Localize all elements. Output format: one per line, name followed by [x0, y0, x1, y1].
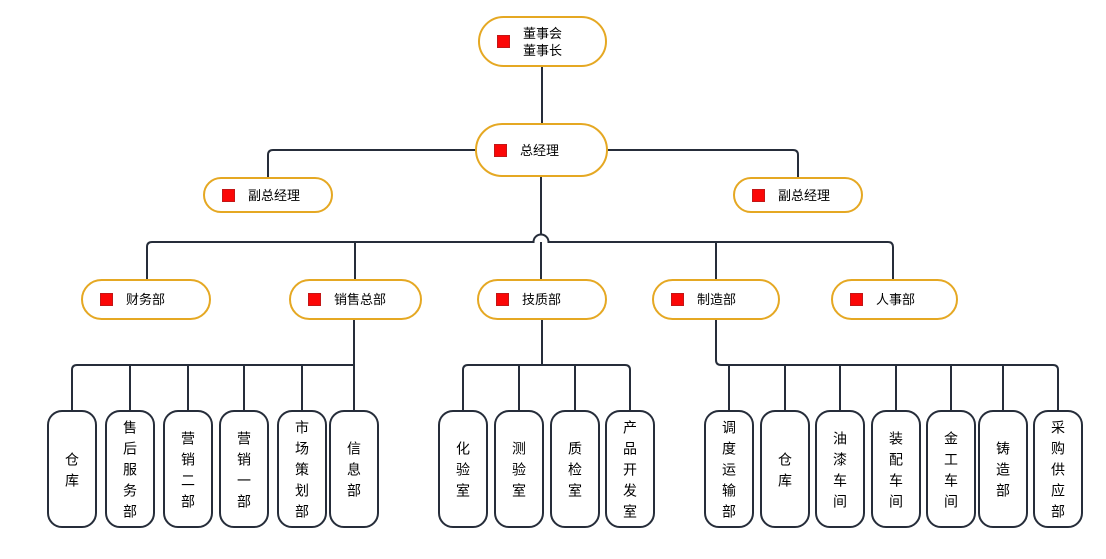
- connector: [129, 365, 303, 412]
- node-label: 仓库: [64, 451, 80, 494]
- connector: [715, 318, 1059, 412]
- connector: [728, 365, 1004, 412]
- node-label: 装配车间: [888, 430, 904, 515]
- connector: [146, 233, 894, 281]
- node-general-manager[interactable]: 总经理: [475, 123, 608, 177]
- red-square-icon: [308, 293, 321, 306]
- connector: [267, 149, 478, 179]
- node-assembly-workshop[interactable]: 装配车间: [871, 410, 921, 528]
- node-label: 仓库: [777, 451, 793, 494]
- node-testing-lab[interactable]: 测验室: [494, 410, 544, 528]
- node-dispatch-transport-dept[interactable]: 调度运输部: [704, 410, 754, 528]
- node-label: 副总经理: [248, 187, 301, 203]
- node-label: 营销二部: [180, 430, 196, 515]
- node-label: 测验室: [511, 441, 527, 504]
- node-label: 化验室: [455, 441, 471, 504]
- node-warehouse[interactable]: 仓库: [47, 410, 97, 528]
- red-square-icon: [222, 188, 235, 202]
- node-label: 信息部: [346, 441, 362, 504]
- node-label: 销售总部: [334, 292, 387, 307]
- node-finance-dept[interactable]: 财务部: [81, 279, 211, 320]
- node-label: 人事部: [876, 292, 916, 307]
- red-square-icon: [496, 293, 509, 306]
- node-label: 制造部: [697, 292, 737, 307]
- node-label: 财务部: [126, 292, 166, 307]
- connector: [462, 364, 631, 412]
- red-square-icon: [100, 293, 113, 306]
- node-label: 采购供应部: [1050, 420, 1066, 525]
- connector: [71, 364, 354, 412]
- node-label: 售后服务部: [122, 420, 138, 525]
- node-chairman[interactable]: 董事会 董事长: [478, 16, 607, 67]
- node-chemical-lab[interactable]: 化验室: [438, 410, 488, 528]
- node-label: 副总经理: [778, 187, 831, 203]
- node-information-dept[interactable]: 信息部: [329, 410, 379, 528]
- node-metalworking-workshop[interactable]: 金工车间: [926, 410, 976, 528]
- node-deputy-gm-right[interactable]: 副总经理: [733, 177, 863, 213]
- node-casting-dept[interactable]: 铸造部: [978, 410, 1028, 528]
- node-product-development-room[interactable]: 产品开发室: [605, 410, 655, 528]
- red-square-icon: [494, 143, 507, 157]
- node-market-planning-dept[interactable]: 市场策划部: [277, 410, 327, 528]
- node-marketing-dept-1[interactable]: 营销一部: [219, 410, 269, 528]
- connector: [605, 149, 799, 179]
- connector: [518, 365, 576, 412]
- red-square-icon: [850, 293, 863, 306]
- node-label: 技质部: [522, 292, 562, 307]
- node-deputy-gm-left[interactable]: 副总经理: [203, 177, 333, 213]
- red-square-icon: [752, 188, 765, 202]
- node-manufacturing-dept[interactable]: 制造部: [652, 279, 780, 320]
- node-label: 营销一部: [236, 430, 252, 515]
- node-purchasing-supply-dept[interactable]: 采购供应部: [1033, 410, 1083, 528]
- node-label: 铸造部: [995, 441, 1011, 504]
- node-after-sales-service[interactable]: 售后服务部: [105, 410, 155, 528]
- node-marketing-dept-2[interactable]: 营销二部: [163, 410, 213, 528]
- node-label: 董事会 董事长: [523, 25, 563, 58]
- node-warehouse-2[interactable]: 仓库: [760, 410, 810, 528]
- connector: [354, 242, 717, 281]
- node-sales-hq[interactable]: 销售总部: [289, 279, 422, 320]
- node-hr-dept[interactable]: 人事部: [831, 279, 958, 320]
- node-label: 产品开发室: [622, 420, 638, 525]
- node-label: 质检室: [567, 441, 583, 504]
- red-square-icon: [671, 293, 684, 306]
- red-square-icon: [497, 35, 510, 48]
- node-label: 金工车间: [943, 430, 959, 515]
- node-label: 调度运输部: [721, 420, 737, 525]
- node-tech-quality-dept[interactable]: 技质部: [477, 279, 607, 320]
- node-quality-inspection-room[interactable]: 质检室: [550, 410, 600, 528]
- node-label: 油漆车间: [832, 430, 848, 515]
- node-label: 总经理: [520, 142, 560, 158]
- node-paint-workshop[interactable]: 油漆车间: [815, 410, 865, 528]
- node-label: 市场策划部: [294, 420, 310, 525]
